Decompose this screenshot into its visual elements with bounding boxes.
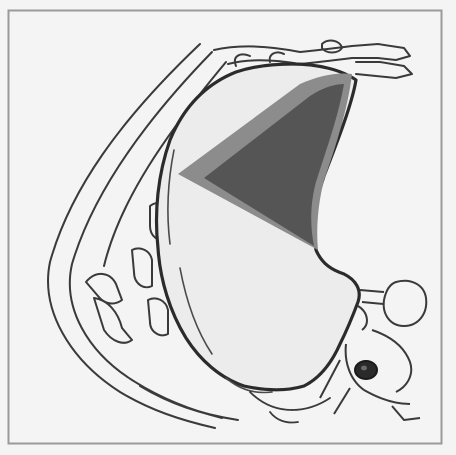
vessel-lumen-highlight <box>361 366 367 371</box>
vessel-cross-section <box>355 361 377 379</box>
